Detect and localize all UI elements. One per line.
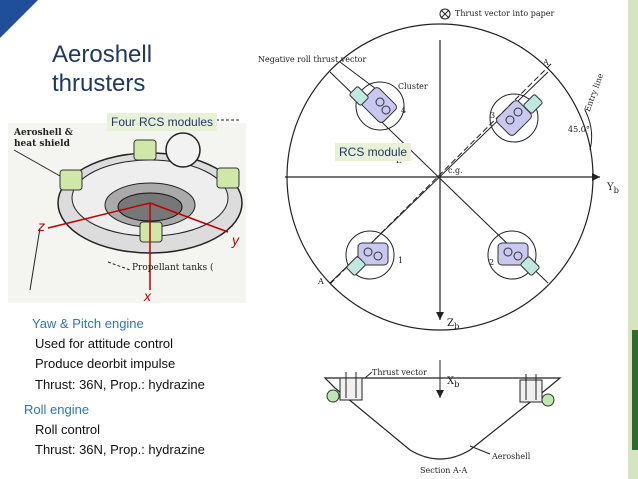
label-module-4: 4 — [401, 106, 407, 115]
section-thruster-right — [519, 379, 543, 403]
title-line-2: thrusters — [52, 70, 146, 97]
label-a-top: A — [543, 58, 549, 67]
roll-line-1: Roll control — [35, 422, 101, 437]
zb-arrow — [436, 312, 444, 320]
rcs-cluster-3 — [489, 93, 543, 143]
roll-line-2: Thrust: 36N, Prop.: hydrazine — [35, 442, 205, 457]
section-line-a-a — [329, 62, 553, 285]
rcs-cluster-1 — [345, 230, 395, 280]
label-module-1: 1 — [398, 256, 404, 265]
corner-wedge — [0, 0, 38, 38]
label-thrust-vector: Thrust vector — [372, 368, 427, 377]
label-cluster: Cluster — [398, 82, 428, 91]
axis-label-y: y — [232, 232, 239, 248]
rcs-module-top — [133, 139, 157, 161]
rcs-cluster-2 — [487, 230, 540, 280]
label-zb: Zb — [447, 318, 460, 331]
section-thruster-left — [339, 377, 363, 401]
leader-support — [29, 227, 41, 291]
callout-rcs-module: RCS module — [335, 143, 412, 161]
label-module-2: 2 — [489, 258, 495, 267]
axis-label-z: z — [38, 218, 45, 234]
label-cg: c.g. — [448, 166, 463, 175]
label-negative-roll: Negative roll thrust vector — [258, 55, 367, 64]
yb-arrow — [592, 173, 600, 181]
label-heat-shield: heat shield — [14, 139, 70, 149]
propellant-tank — [165, 132, 201, 168]
label-propellant-tanks: Propellant tanks ( — [132, 263, 214, 273]
thrust-into-paper-icon — [439, 8, 451, 20]
label-section-a-a: Section A-A — [420, 466, 468, 475]
yaw-pitch-heading: Yaw & Pitch engine — [32, 316, 144, 331]
right-edge-band — [628, 0, 638, 479]
leader-propellant — [107, 261, 131, 271]
yaw-pitch-line-2: Produce deorbit impulse — [35, 356, 176, 371]
section-a-a-outline — [323, 377, 562, 460]
slide-title: Aeroshell thrusters — [52, 40, 152, 98]
z-axis-line — [47, 202, 151, 229]
title-line-1: Aeroshell — [52, 41, 153, 68]
label-a-bottom: A — [318, 277, 324, 286]
y-axis-line — [149, 202, 229, 233]
rcs-cluster-4 — [349, 81, 405, 131]
label-aeroshell-section: Aeroshell — [492, 452, 531, 461]
label-xb: Xb — [447, 376, 460, 389]
callout-four-rcs-modules: Four RCS modules — [107, 113, 218, 131]
label-thrust-into-paper: Thrust vector into paper — [455, 9, 555, 18]
section-nozzle-right — [541, 393, 555, 407]
neg-roll-leader — [339, 61, 381, 93]
roll-heading: Roll engine — [24, 402, 90, 417]
angle-arc — [584, 109, 593, 151]
yaw-pitch-line-1: Used for attitude control — [35, 336, 174, 351]
axis-label-x: x — [144, 288, 151, 304]
rcs-module-right — [216, 167, 240, 189]
label-aeroshell: Aeroshell & — [14, 128, 73, 138]
label-module-3: 3 — [490, 111, 496, 120]
label-angle: 45.0° — [568, 125, 590, 134]
right-edge-accent — [632, 330, 638, 450]
label-yb: Yb — [607, 182, 619, 195]
rcs-module-bottom — [139, 221, 163, 243]
yaw-pitch-line-3: Thrust: 36N, Prop.: hydrazine — [35, 377, 205, 392]
rcs-module-left — [59, 169, 83, 191]
section-nozzle-left — [326, 389, 340, 403]
leader-heat-shield — [13, 149, 61, 177]
